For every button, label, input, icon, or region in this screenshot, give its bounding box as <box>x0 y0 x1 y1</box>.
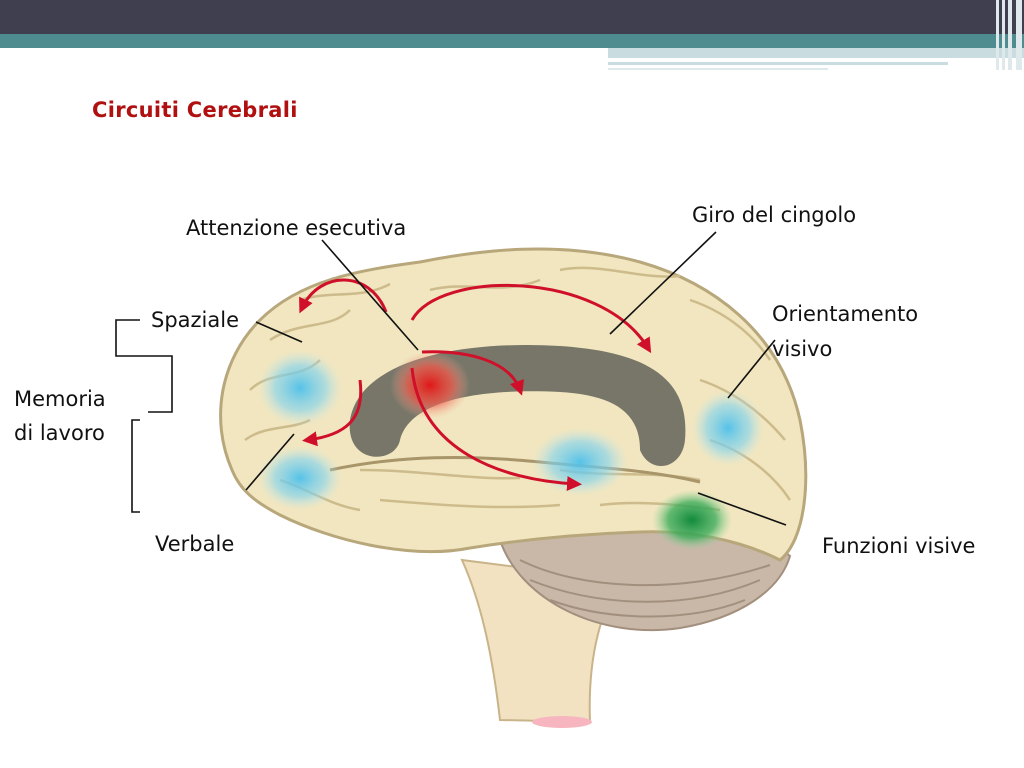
slide-title: Circuiti Cerebrali <box>92 98 298 122</box>
decor-stripes <box>994 0 1024 70</box>
region-spatial <box>258 350 342 426</box>
label-funzioni-visive: Funzioni visive <box>822 534 976 558</box>
label-memoria-line2: di lavoro <box>14 421 105 445</box>
decor-line <box>608 62 948 65</box>
region-verbal <box>258 446 342 510</box>
region-executive <box>390 351 470 419</box>
accent-band-light <box>608 48 1024 58</box>
decor-line-2 <box>608 68 828 70</box>
region-temporal <box>532 428 628 496</box>
label-spaziale: Spaziale <box>151 308 240 332</box>
label-attenzione-esecutiva: Attenzione esecutiva <box>186 216 407 240</box>
region-visual-functions <box>652 490 732 550</box>
label-giro-del-cingolo: Giro del cingolo <box>692 203 857 227</box>
label-orientamento-line2: visivo <box>772 337 833 361</box>
accent-band <box>0 34 1024 48</box>
cerebellum <box>498 527 792 632</box>
label-orientamento-line1: Orientamento <box>772 302 919 326</box>
circuit-arrows <box>299 278 652 492</box>
label-memoria-line1: Memoria <box>14 387 106 411</box>
memory-brackets <box>115 319 173 513</box>
cerebrum <box>219 247 808 562</box>
region-visual-orient <box>692 390 764 466</box>
header-bar <box>0 0 1024 34</box>
leader-lines <box>245 231 787 526</box>
label-verbale: Verbale <box>155 532 235 556</box>
